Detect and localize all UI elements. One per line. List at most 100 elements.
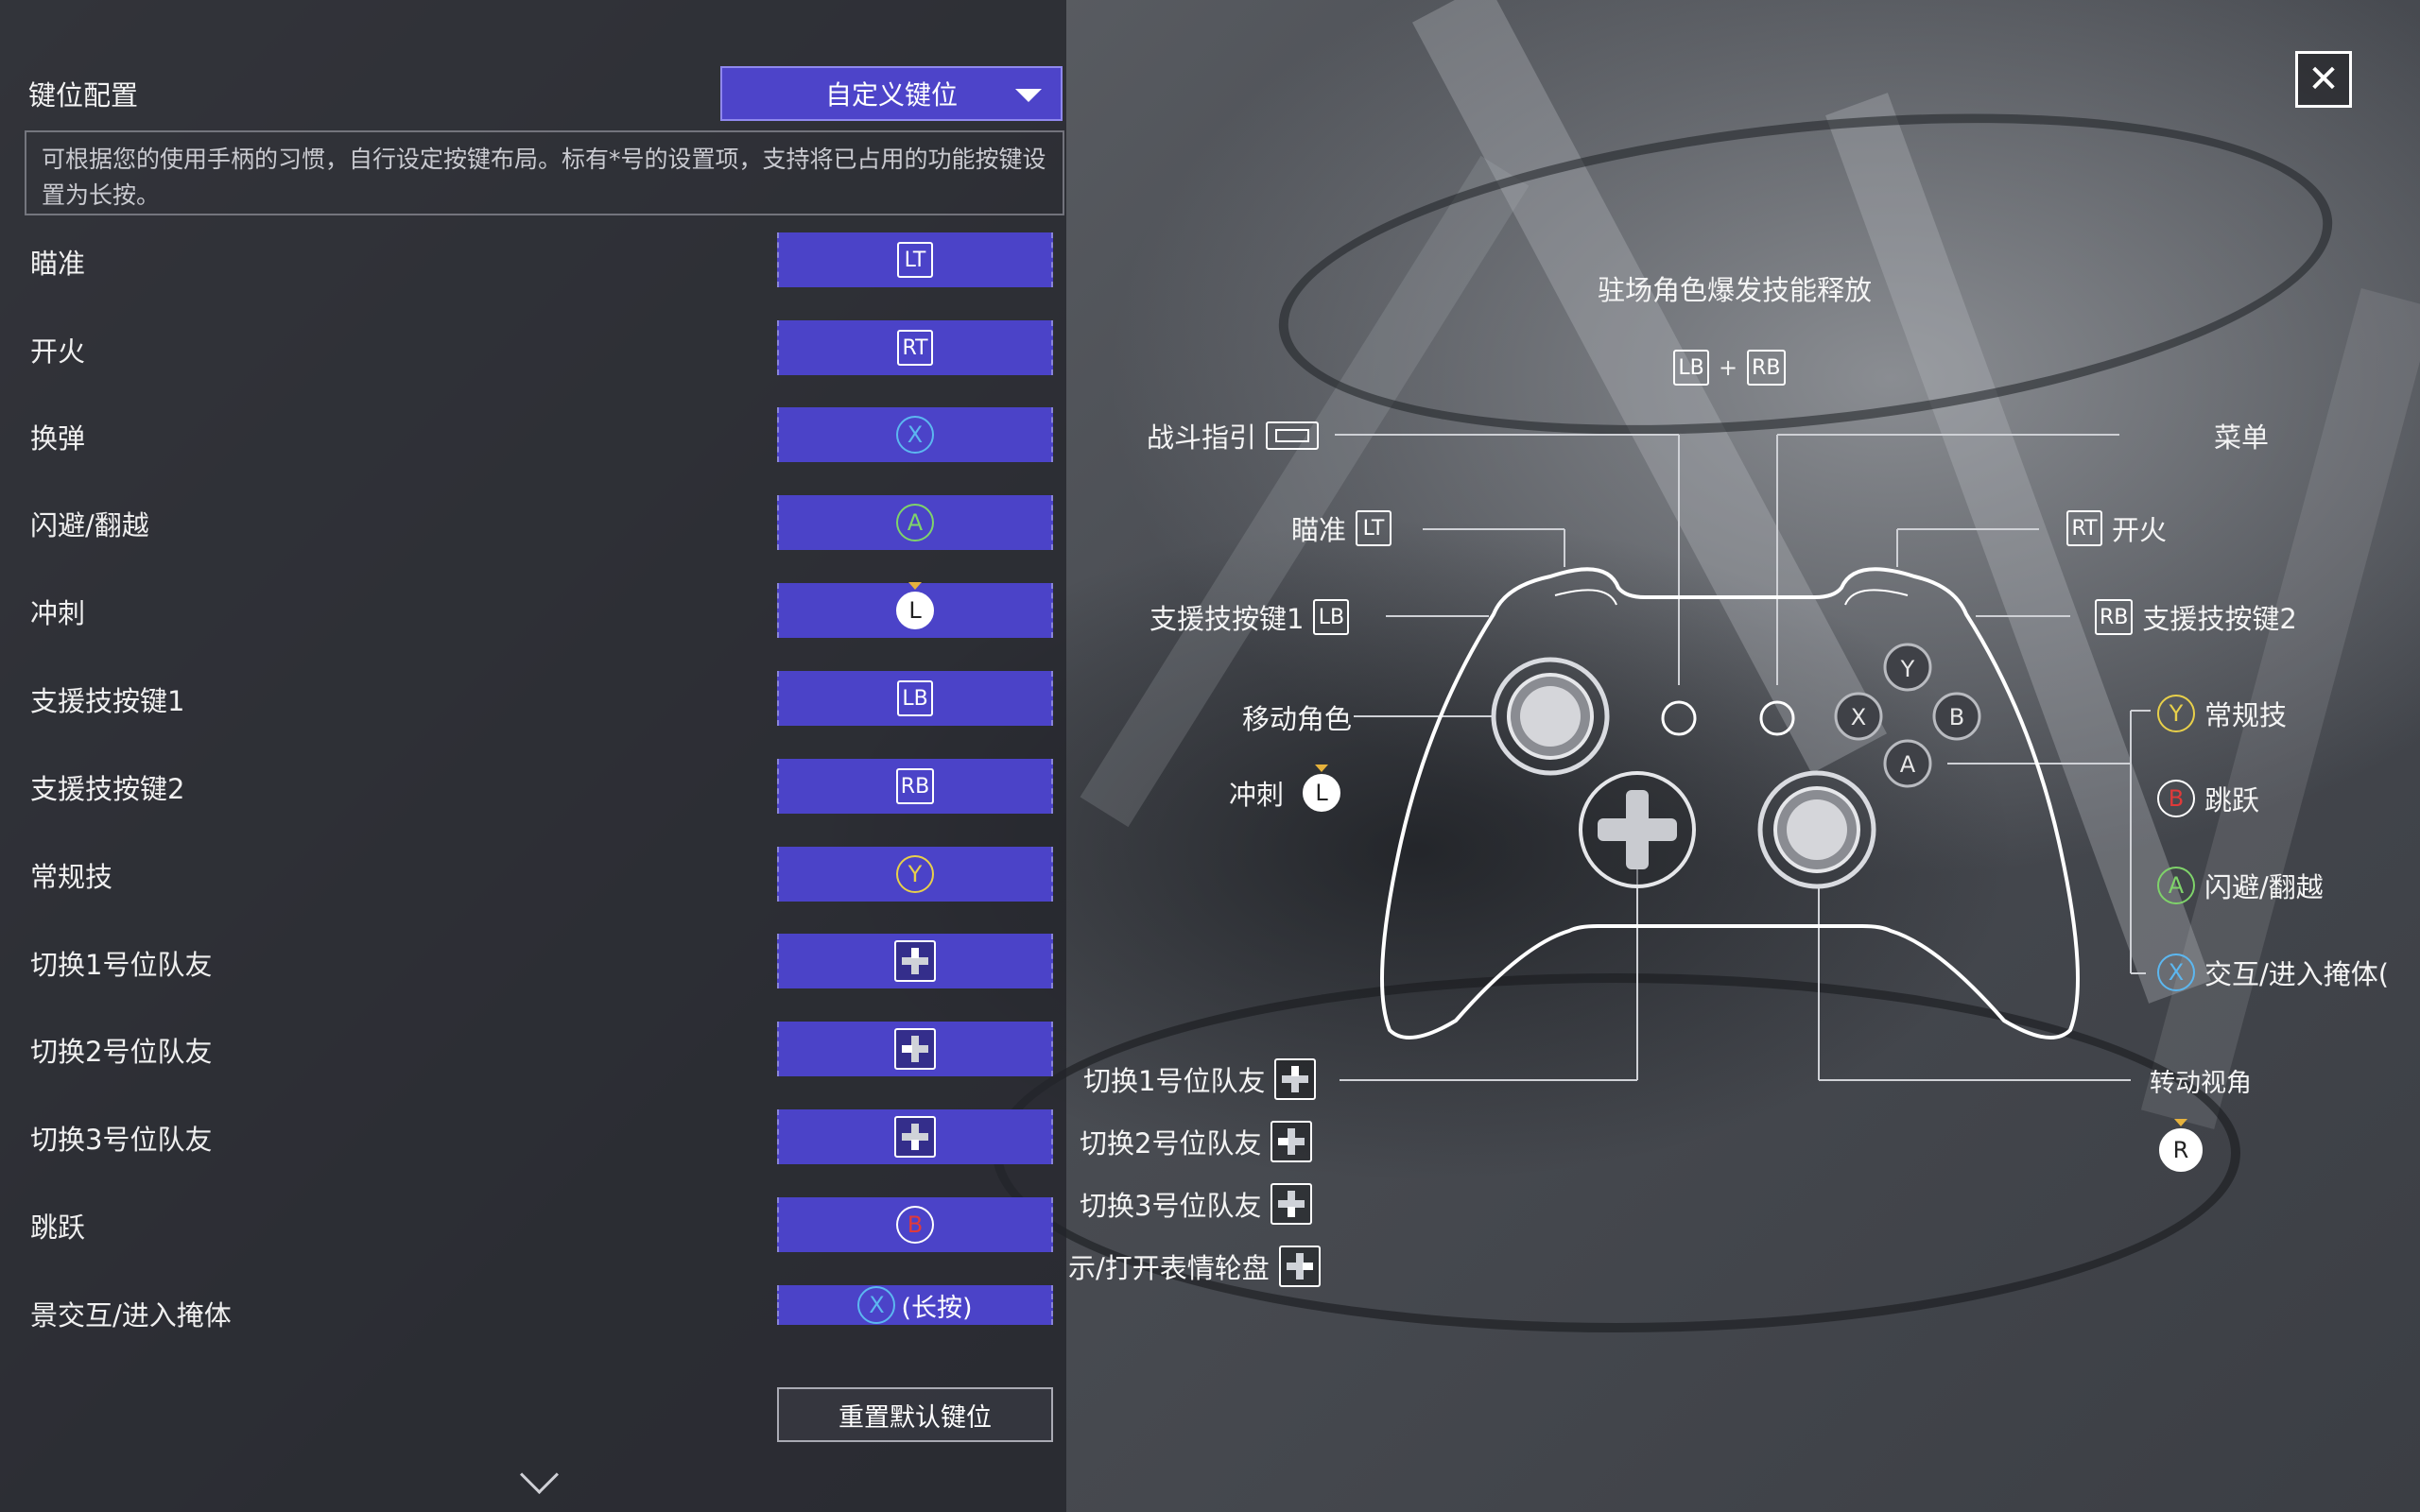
face-b-icon <box>1932 692 1981 741</box>
binding-label-sprint: 冲刺 <box>30 597 86 629</box>
binding-label-reload: 换弹 <box>30 422 86 455</box>
binding-label-interact: 景交互/进入掩体 <box>30 1299 232 1332</box>
x-button-icon: X <box>857 1286 896 1324</box>
binding-label-skill: 常规技 <box>30 861 113 893</box>
svg-text:B: B <box>1949 704 1964 730</box>
binding-label-jump: 跳跃 <box>30 1211 86 1244</box>
support1-callout: 支援技按键1 LB <box>1150 597 1350 637</box>
emote-callout: 示/打开表情轮盘 <box>1068 1246 1321 1287</box>
rb-key-icon: RB <box>895 768 935 804</box>
support2-callout: RB 支援技按键2 <box>2095 597 2297 637</box>
dpad-right-icon <box>1278 1246 1321 1287</box>
switch1-callout: 切换1号位队友 <box>1083 1058 1317 1100</box>
switch3-callout: 切换3号位队友 <box>1080 1183 1313 1225</box>
callout-lines <box>1335 434 2151 1081</box>
binding-label-switch3: 切换3号位队友 <box>30 1124 213 1156</box>
burst-skill-label: 驻场角色爆发技能释放 <box>1598 274 1873 306</box>
lb-key-icon: LB <box>897 680 933 716</box>
binding-label-switch1: 切换1号位队友 <box>30 949 213 981</box>
camera-key: R <box>2159 1119 2203 1172</box>
binding-button-switch1[interactable] <box>777 934 1053 988</box>
y-button-icon: Y <box>2157 695 2195 732</box>
dpad-up-icon <box>894 940 936 982</box>
binding-label-support2: 支援技按键2 <box>30 773 185 805</box>
face-x-icon <box>1834 692 1883 741</box>
left-stick-press-icon: L <box>1303 765 1341 812</box>
close-button[interactable]: ✕ <box>2295 51 2352 108</box>
binding-button-switch2[interactable] <box>777 1022 1053 1076</box>
binding-button-skill[interactable]: Y <box>777 847 1053 902</box>
right-stick-press-icon: R <box>2159 1119 2203 1172</box>
binding-button-jump[interactable]: B <box>777 1197 1053 1252</box>
dpad-left-icon <box>894 1028 936 1070</box>
aim-callout: 瞄准 LT <box>1291 508 1392 548</box>
view-button-icon <box>1266 421 1320 450</box>
binding-button-sprint[interactable]: L <box>777 582 1053 638</box>
description-text: 可根据您的使用手柄的习惯，自行设定按键布局。标有*号的设置项，支持将已占用的功能… <box>25 130 1064 215</box>
preset-dropdown[interactable]: 自定义键位 <box>720 66 1063 121</box>
preset-selected-value: 自定义键位 <box>824 79 958 111</box>
dpad-down-icon <box>894 1116 936 1158</box>
binding-label-support1: 支援技按键1 <box>30 685 185 717</box>
y-button-icon: Y <box>896 855 934 893</box>
controller-outline <box>1380 567 2080 1040</box>
switch2-callout: 切换2号位队友 <box>1080 1121 1313 1162</box>
reset-default-button[interactable]: 重置默认键位 <box>777 1387 1053 1442</box>
binding-button-fire[interactable]: RT <box>777 320 1053 375</box>
fire-callout: RT 开火 <box>2066 508 2167 548</box>
binding-button-interact[interactable]: X (长按) <box>777 1285 1053 1325</box>
menu-label: 菜单 <box>2214 421 2270 454</box>
view-button-icon <box>1661 700 1697 736</box>
svg-text:A: A <box>1900 751 1916 778</box>
controller-buttons: Y X B A <box>1491 643 1981 889</box>
binding-button-reload[interactable]: X <box>777 407 1053 462</box>
face-y-icon <box>1883 643 1932 692</box>
menu-button-icon <box>1759 700 1795 736</box>
camera-callout: 转动视角 <box>2150 1069 2252 1098</box>
binding-button-support2[interactable]: RB <box>777 759 1053 814</box>
x-button-icon: X <box>2157 954 2195 991</box>
binding-label-switch2: 切换2号位队友 <box>30 1036 213 1068</box>
page-title: 键位配置 <box>28 79 139 112</box>
a-button-icon: A <box>896 504 934 541</box>
dpad-up-icon <box>1274 1058 1317 1100</box>
interact-callout: X 交互/进入掩体( <box>2157 953 2389 992</box>
lt-key-icon: LT <box>897 242 933 278</box>
rt-key-icon: RT <box>897 330 933 366</box>
skill-callout: Y 常规技 <box>2157 694 2287 733</box>
binding-label-dodge: 闪避/翻越 <box>30 509 149 541</box>
burst-key-combo: LB + RB <box>1673 350 1786 386</box>
sprint-callout: 冲刺 L <box>1229 765 1341 813</box>
dpad-left-icon <box>1270 1121 1313 1162</box>
left-stick-press-icon: L <box>896 582 934 629</box>
dodge-callout: A 闪避/翻越 <box>2157 866 2324 905</box>
battle-guide-label: 战斗指引 <box>1147 416 1320 455</box>
b-button-icon: B <box>2157 780 2195 817</box>
chevron-down-icon <box>1015 89 1042 102</box>
hold-indicator: (长按) <box>901 1293 973 1323</box>
binding-button-aim[interactable]: LT <box>777 232 1053 287</box>
jump-callout: B 跳跃 <box>2157 779 2259 818</box>
rb-key-icon: RB <box>1747 350 1786 386</box>
right-stick-icon <box>1757 770 1876 889</box>
svg-text:X: X <box>1851 704 1866 730</box>
b-button-icon: B <box>896 1206 934 1244</box>
binding-button-dodge[interactable]: A <box>777 495 1053 550</box>
dpad-down-icon <box>1270 1183 1313 1225</box>
rb-key-icon: RB <box>2095 599 2134 635</box>
move-callout: 移动角色 <box>1242 703 1353 735</box>
lb-key-icon: LB <box>1673 350 1709 386</box>
binding-label-aim: 瞄准 <box>30 248 86 280</box>
svg-text:Y: Y <box>1900 656 1915 682</box>
x-button-icon: X <box>896 416 934 454</box>
binding-button-support1[interactable]: LB <box>777 671 1053 726</box>
lb-key-icon: LB <box>1313 599 1350 635</box>
left-stick-icon <box>1491 657 1610 776</box>
rt-key-icon: RT <box>2066 510 2102 546</box>
a-button-icon: A <box>2157 867 2195 904</box>
binding-label-fire: 开火 <box>30 335 86 368</box>
lt-key-icon: LT <box>1356 510 1392 546</box>
face-a-icon <box>1883 739 1932 788</box>
binding-button-switch3[interactable] <box>777 1109 1053 1164</box>
